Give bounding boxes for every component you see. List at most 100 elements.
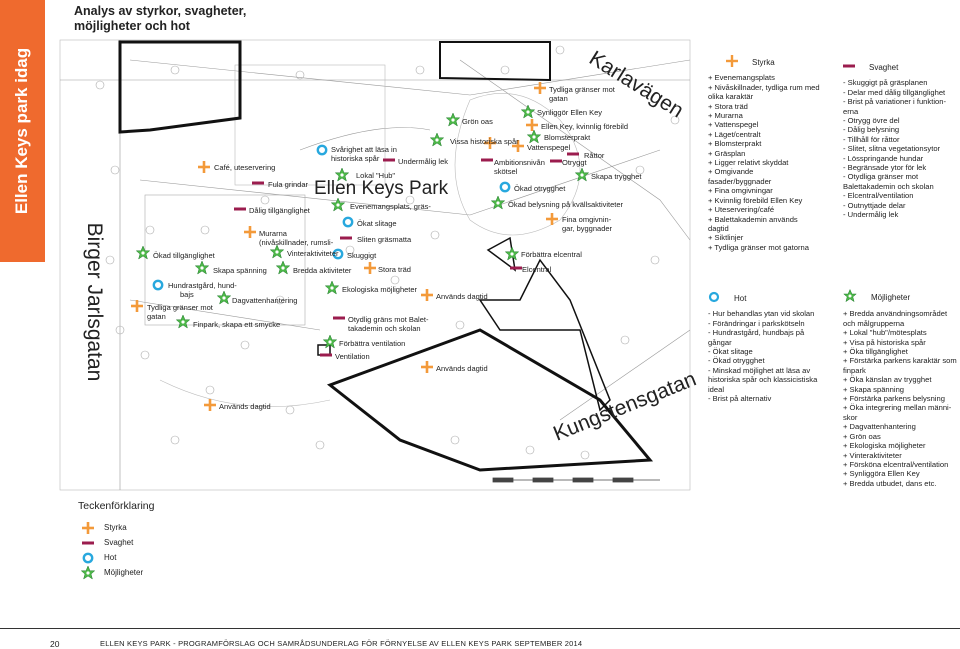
map-label: Ökad belysning på kvällsaktiviteter bbox=[508, 200, 624, 209]
panel-opportunities-head: Möjligheter bbox=[843, 288, 959, 305]
list-item: - Brist på alternativ bbox=[708, 394, 772, 404]
list-item: + Murarna bbox=[708, 111, 743, 121]
list-item: + Bredda användningsområdet bbox=[843, 309, 948, 319]
title-line-1: Analys av styrkor, svagheter, bbox=[74, 4, 247, 18]
list-item: - Slitet, slitna vegetationsytor bbox=[843, 144, 941, 154]
list-item: gångar bbox=[708, 337, 732, 347]
list-item: + Fina omgivningar bbox=[708, 186, 773, 196]
list-item: - Otrygg övre del bbox=[843, 116, 900, 126]
list-item: erna bbox=[843, 106, 859, 116]
map-label: Café, uteservering bbox=[214, 163, 276, 172]
panel-strengths-head: Styrka bbox=[708, 55, 833, 69]
map-label: Ambitionsnivån bbox=[494, 158, 545, 167]
map-label: Ekologiska möjligheter bbox=[342, 285, 418, 294]
map-label: Hundrastgård, hund- bbox=[168, 281, 237, 290]
map-label: Otryggt bbox=[562, 158, 587, 167]
map-label: Undermålig lek bbox=[398, 157, 449, 166]
map-label: Vinteraktiviteter bbox=[287, 249, 339, 258]
panel-strengths: Styrka + Evenemangsplats + Nivåskillnade… bbox=[708, 55, 833, 252]
map-label: Skapa spänning bbox=[213, 266, 267, 275]
list-item: - Dålig belysning bbox=[843, 125, 900, 135]
list-item: - Otydliga gränser mot bbox=[843, 172, 919, 182]
list-item: - Förändringar i parkskötseln bbox=[708, 318, 805, 328]
list-item: - Ökad otrygghet bbox=[708, 356, 765, 366]
street-birger-jarlsgatan: Birger Jarlsgatan bbox=[83, 222, 106, 382]
panel-weaknesses-title: Svaghet bbox=[869, 62, 899, 72]
list-item: + Blomsterprakt bbox=[708, 139, 762, 149]
list-item: + Vattenspegel bbox=[708, 120, 759, 130]
minus-icon bbox=[78, 536, 98, 550]
list-item: fasader/byggnader bbox=[708, 176, 772, 186]
list-item: + Lokal "hub"/mötesplats bbox=[843, 328, 927, 338]
legend-label: Hot bbox=[104, 553, 117, 562]
list-item: + Grön oas bbox=[843, 431, 881, 441]
map-label: Bredda aktiviteter bbox=[293, 266, 352, 275]
panel-strengths-title: Styrka bbox=[752, 57, 775, 67]
map-label: Används dagtid bbox=[436, 364, 488, 373]
list-item: dagtid bbox=[708, 223, 729, 233]
map-label: Ellen Key, kvinnlig förebild bbox=[541, 122, 628, 131]
list-item: + Gräsplan bbox=[708, 148, 746, 158]
map-label: Fina omgivnin- bbox=[562, 215, 612, 224]
panel-weaknesses-head: Svaghet bbox=[843, 60, 958, 74]
map-label: Synliggör Ellen Key bbox=[537, 108, 603, 117]
list-item: + Öka integrering mellan männi- bbox=[843, 403, 952, 413]
legend-title: Teckenförklaring bbox=[78, 500, 155, 512]
map-label: Dålig tillgänglighet bbox=[249, 206, 310, 215]
legend-item-opportunity: Möjligheter bbox=[78, 564, 154, 581]
legend-item-weakness: Svaghet bbox=[78, 535, 154, 550]
list-item: + Ligger relativt skyddat bbox=[708, 158, 789, 168]
map-label: Tydliga gränser mot bbox=[549, 85, 615, 94]
list-item: + Förstärka parkens belysning bbox=[843, 394, 945, 404]
star-icon bbox=[78, 564, 98, 581]
panel-weaknesses: Svaghet - Skuggigt på gräsplanen - Delar… bbox=[843, 60, 958, 220]
map-label: gar, byggnader bbox=[562, 224, 613, 233]
list-item: + Tydliga gränser mot gatorna bbox=[708, 242, 809, 252]
list-item: olika karaktär bbox=[708, 92, 754, 102]
map-label: gatan bbox=[549, 94, 568, 103]
map-label: bajs bbox=[180, 290, 194, 299]
panel-opportunities-list: + Bredda användningsområdet och målgrupp… bbox=[843, 309, 959, 488]
footer: 20 ELLEN KEYS PARK - PROGRAMFÖRSLAG OCH … bbox=[0, 628, 960, 649]
list-item: finpark bbox=[843, 365, 866, 375]
list-item: skor bbox=[843, 412, 858, 422]
list-item: - Hundrastgård, hundbajs på bbox=[708, 328, 805, 338]
map-label: skötsel bbox=[494, 167, 518, 176]
map-label: Grön oas bbox=[462, 117, 493, 126]
map-label: Blomsterprakt bbox=[544, 133, 591, 142]
panel-threats: Hot - Hur behandlas ytan vid skolan - Fö… bbox=[708, 291, 836, 403]
park-title: Ellen Keys Park bbox=[314, 178, 449, 199]
list-item: - Elcentral/ventilation bbox=[843, 191, 914, 201]
map-label: Används dagtid bbox=[219, 402, 271, 411]
map-label: Vissa historiska spår bbox=[450, 137, 519, 146]
list-item: - Begränsade ytor för lek bbox=[843, 163, 927, 173]
map-label: Sliten gräsmatta bbox=[357, 235, 412, 244]
list-item: historiska spår och klassicistiska bbox=[708, 375, 818, 385]
list-item: + Evenemangsplats bbox=[708, 73, 775, 83]
map-label: Tydliga gränser mot bbox=[147, 303, 213, 312]
list-item: - Delar med dålig tillgänglighet bbox=[843, 87, 946, 97]
legend-label: Möjligheter bbox=[104, 568, 144, 577]
list-item: - Ökat slitage bbox=[708, 347, 753, 357]
map-label: Elcentral bbox=[522, 265, 552, 274]
legend-label: Svaghet bbox=[104, 538, 134, 547]
map-label: (nivåskillnader, rumsli- bbox=[259, 238, 334, 247]
map-label: Evenemangsplats, gräs- bbox=[350, 202, 431, 211]
list-item: och målgrupperna bbox=[843, 318, 905, 328]
map-label: Förbättra elcentral bbox=[521, 250, 582, 259]
map-label: Finpark, skapa ett smycke bbox=[193, 320, 281, 329]
plus-icon bbox=[726, 55, 738, 69]
map-label: Ökad tillgänglighet bbox=[153, 251, 215, 260]
legend-item-strength: Styrka bbox=[78, 520, 154, 535]
map-label: Ventilation bbox=[335, 352, 370, 361]
map-label: Svårighet att läsa in bbox=[331, 145, 397, 154]
plus-icon bbox=[78, 521, 98, 535]
map-label: takademin och skolan bbox=[348, 324, 421, 333]
list-item: - Skuggigt på gräsplanen bbox=[843, 78, 928, 88]
map-label: gatan bbox=[147, 312, 166, 321]
list-item: - Undermålig lek bbox=[843, 210, 899, 220]
list-item: + Synliggöra Ellen Key bbox=[843, 469, 920, 479]
list-item: - Lösspringande hundar bbox=[843, 153, 924, 163]
map-label: Skuggigt bbox=[347, 251, 377, 260]
